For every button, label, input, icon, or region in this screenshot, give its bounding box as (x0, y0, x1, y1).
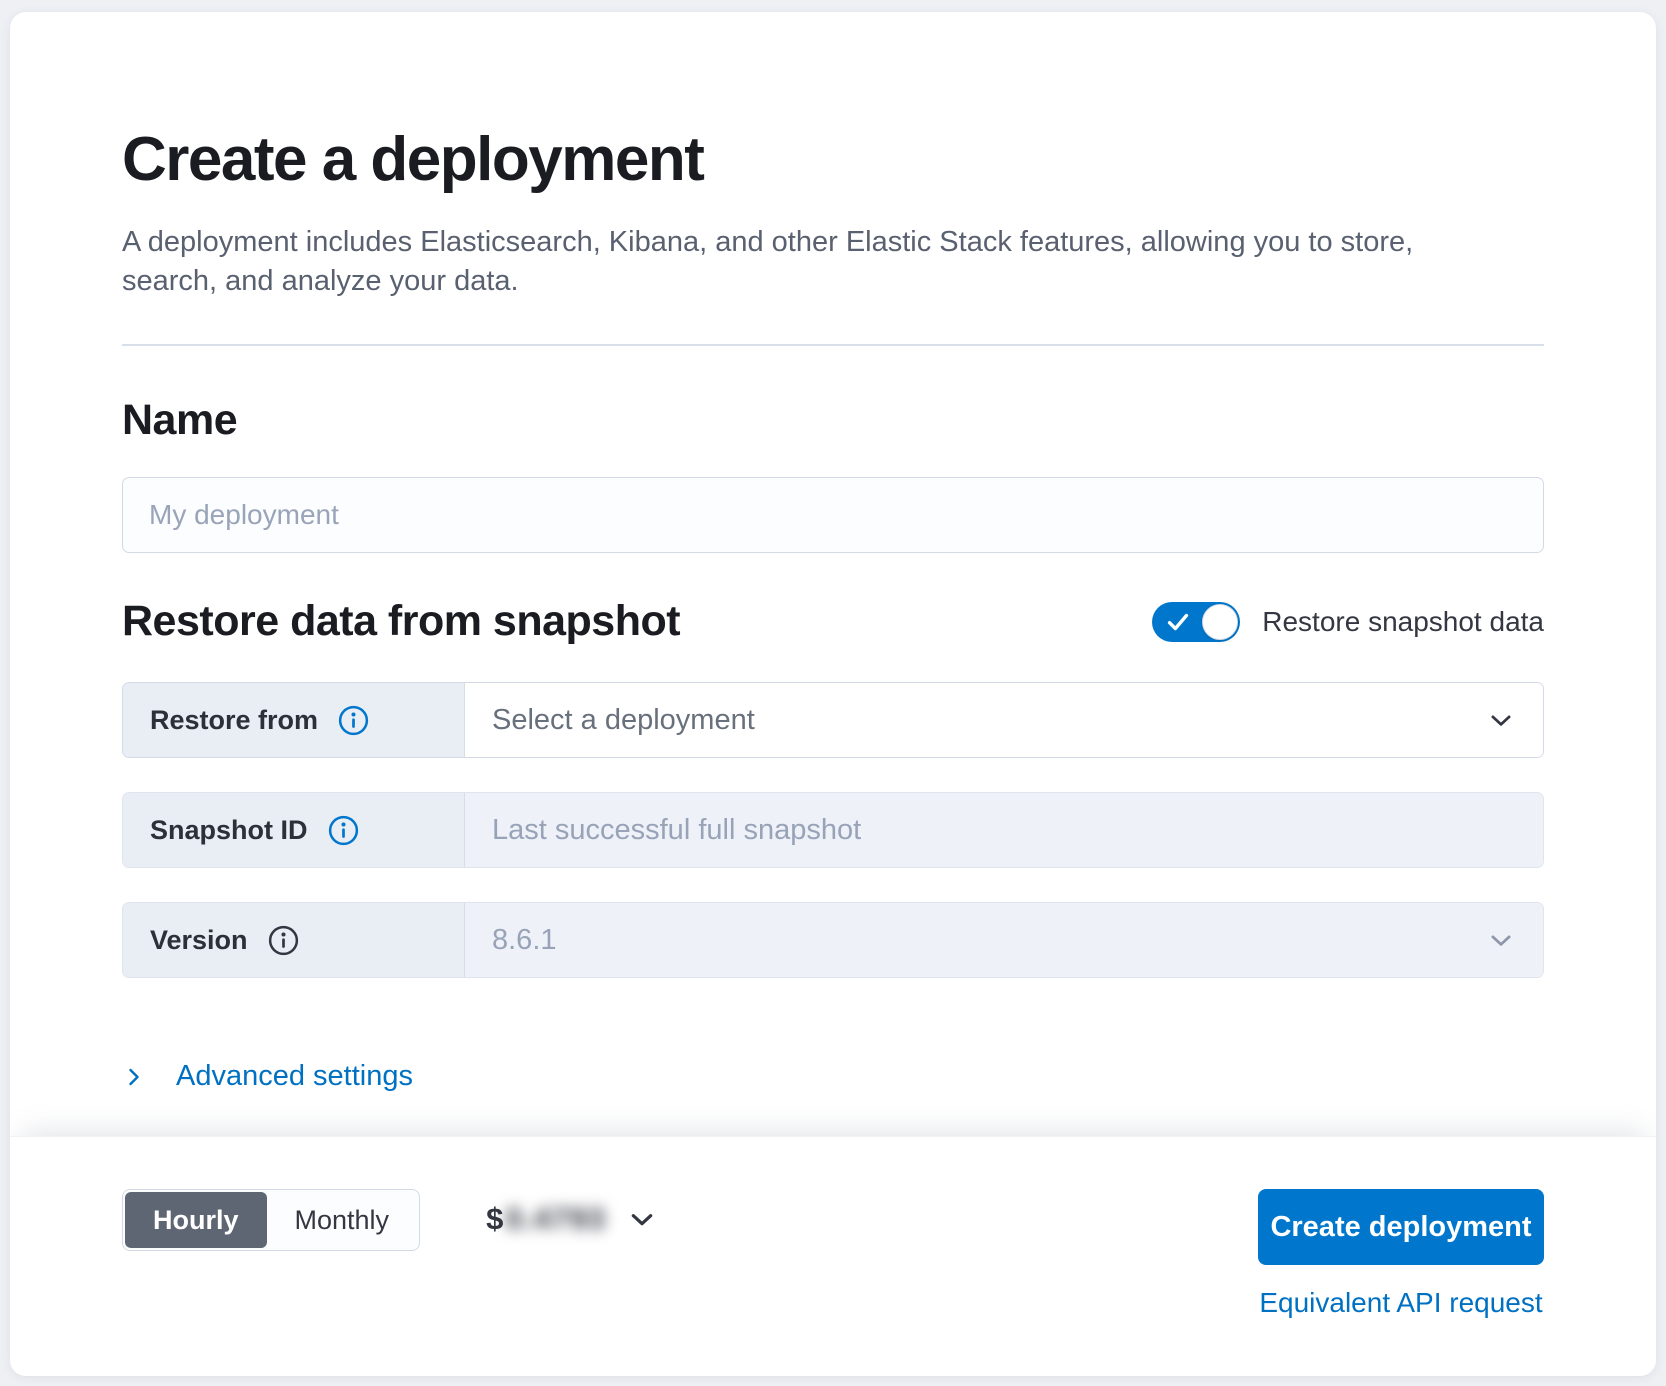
chevron-right-icon (129, 1068, 139, 1085)
restore-from-value: Select a deployment (492, 703, 755, 736)
bottom-bar: Hourly Monthly $0.4793 Create deployment… (10, 1136, 1656, 1376)
version-row: Version 8.6.1 (122, 902, 1544, 979)
equivalent-api-request-link[interactable]: Equivalent API request (1259, 1287, 1543, 1318)
toggle-knob (1202, 603, 1239, 640)
restore-from-select[interactable]: Select a deployment (465, 683, 1543, 758)
snapshot-id-row: Snapshot ID (122, 792, 1544, 869)
restore-snapshot-toggle[interactable] (1152, 601, 1241, 642)
advanced-settings-link[interactable]: Advanced settings (122, 1060, 413, 1093)
restore-snapshot-toggle-group: Restore snapshot data (1152, 601, 1544, 642)
toggle-label: Restore snapshot data (1262, 605, 1544, 637)
version-label: Version (150, 924, 248, 955)
billing-interval-group: Hourly Monthly (122, 1189, 421, 1251)
main-content: Create a deployment A deployment include… (10, 12, 1656, 1136)
advanced-settings-label: Advanced settings (176, 1060, 413, 1093)
deployment-name-input[interactable] (122, 477, 1544, 554)
divider (122, 344, 1544, 347)
version-value: 8.6.1 (492, 923, 557, 956)
currency-symbol: $ (486, 1201, 504, 1236)
info-icon[interactable] (328, 815, 359, 846)
snapshot-section-header: Restore data from snapshot Restore snaps… (122, 597, 1544, 646)
hourly-button[interactable]: Hourly (125, 1192, 267, 1248)
version-select: 8.6.1 (465, 903, 1543, 978)
chevron-down-icon (1491, 715, 1511, 726)
name-heading: Name (122, 396, 238, 445)
chevron-down-icon (1491, 935, 1511, 946)
snapshot-id-field (465, 793, 1543, 868)
create-deployment-button[interactable]: Create deployment (1258, 1189, 1544, 1265)
page-title: Create a deployment (122, 125, 705, 194)
snapshot-id-label-area: Snapshot ID (123, 793, 465, 868)
info-icon[interactable] (268, 925, 299, 956)
footer-actions: Create deployment Equivalent API request (1258, 1189, 1544, 1319)
price-amount-blurred: 0.4793 (505, 1201, 607, 1236)
restore-from-row: Restore from Select a deployment (122, 682, 1544, 759)
snapshot-heading: Restore data from snapshot (122, 597, 681, 646)
create-deployment-card: Create a deployment A deployment include… (10, 12, 1656, 1376)
restore-from-label: Restore from (150, 704, 319, 735)
snapshot-id-input (492, 813, 1516, 847)
chevron-down-icon (631, 1214, 653, 1226)
price-display[interactable]: $0.4793 (486, 1201, 658, 1237)
check-icon (1168, 613, 1189, 630)
page-subtitle: A deployment includes Elasticsearch, Kib… (122, 226, 1414, 297)
monthly-button[interactable]: Monthly (267, 1192, 418, 1248)
restore-from-label-area: Restore from (123, 683, 465, 758)
info-icon[interactable] (338, 705, 369, 736)
version-label-area: Version (123, 903, 465, 978)
snapshot-id-label: Snapshot ID (150, 814, 308, 845)
